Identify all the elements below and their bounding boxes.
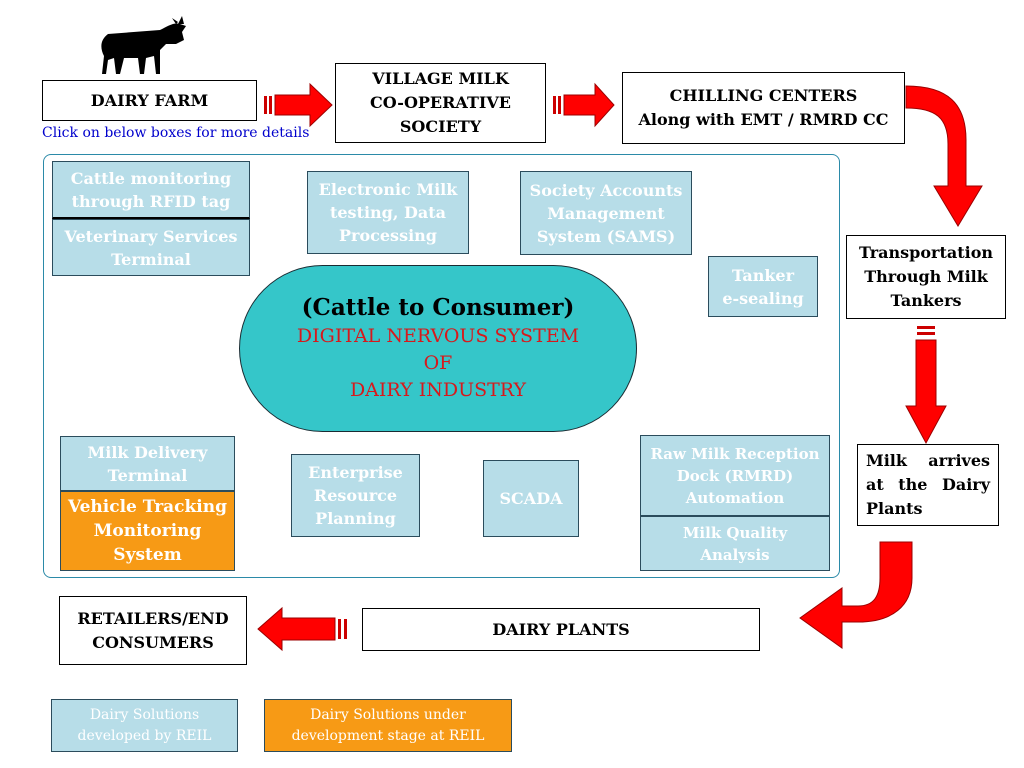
arrow-society-to-chilling: [553, 82, 615, 128]
tanker-esealing-box[interactable]: Tanker e-sealing: [708, 256, 818, 317]
legend-developed: Dairy Solutions developed by REIL: [51, 699, 238, 752]
scada-label: SCADA: [499, 489, 563, 508]
village-society-label: VILLAGE MILK CO-OPERATIVE SOCIETY: [370, 69, 511, 136]
arrow-arrives-to-plants: [799, 541, 913, 649]
cattle-monitoring-box[interactable]: Cattle monitoring through RFID tag: [52, 161, 250, 219]
arrow-farm-to-society: [264, 82, 333, 128]
arrow-plants-to-retailers: [257, 606, 347, 652]
milk-delivery-box[interactable]: Milk Delivery Terminal: [60, 436, 235, 491]
scada-box[interactable]: SCADA: [483, 460, 579, 537]
vehicle-tracking-label: Vehicle Tracking Monitoring System: [67, 497, 228, 565]
rmrd-automation-label: Raw Milk Reception Dock (RMRD) Automatio…: [650, 444, 820, 507]
erp-label: Enterprise Resource Planning: [308, 463, 403, 528]
electronic-milk-testing-box[interactable]: Electronic Milk testing, Data Processing: [307, 171, 469, 254]
erp-box[interactable]: Enterprise Resource Planning: [291, 454, 420, 537]
dairy-farm-box[interactable]: DAIRY FARM: [42, 80, 257, 121]
arrow-transport-to-arrives: [905, 326, 947, 445]
arrow-chilling-to-transport: [905, 85, 983, 227]
milk-arrives-box[interactable]: Milk arrives at the Dairy Plants: [857, 444, 999, 526]
dairy-plants-box[interactable]: DAIRY PLANTS: [362, 608, 760, 651]
rmrd-automation-box[interactable]: Raw Milk Reception Dock (RMRD) Automatio…: [640, 435, 830, 516]
sams-box[interactable]: Society Accounts Management System (SAMS…: [520, 171, 692, 255]
cow-icon: [101, 16, 186, 75]
electronic-milk-testing-label: Electronic Milk testing, Data Processing: [318, 180, 458, 245]
veterinary-services-label: Veterinary Services Terminal: [64, 226, 238, 269]
cattle-monitoring-label: Cattle monitoring through RFID tag: [70, 168, 232, 211]
center-subtitle: DIGITAL NERVOUS SYSTEM OF DAIRY INDUSTRY: [296, 325, 580, 401]
chilling-centers-box[interactable]: CHILLING CENTERS Along with EMT / RMRD C…: [622, 72, 905, 144]
details-hint: Click on below boxes for more details: [42, 125, 310, 141]
dairy-plants-label: DAIRY PLANTS: [492, 619, 630, 639]
legend-under-development: Dairy Solutions under development stage …: [264, 699, 512, 752]
transportation-box[interactable]: Transportation Through Milk Tankers: [846, 235, 1006, 319]
milk-quality-box[interactable]: Milk Quality Analysis: [640, 516, 830, 571]
cattle-to-consumer-oval: (Cattle to Consumer) DIGITAL NERVOUS SYS…: [239, 265, 637, 432]
vehicle-tracking-box[interactable]: Vehicle Tracking Monitoring System: [60, 491, 235, 571]
chilling-centers-label: CHILLING CENTERS Along with EMT / RMRD C…: [638, 86, 889, 129]
milk-delivery-label: Milk Delivery Terminal: [87, 442, 208, 485]
veterinary-services-box[interactable]: Veterinary Services Terminal: [52, 219, 250, 276]
retailers-box[interactable]: RETAILERS/END CONSUMERS: [59, 596, 247, 665]
village-society-box[interactable]: VILLAGE MILK CO-OPERATIVE SOCIETY: [335, 63, 546, 143]
sams-label: Society Accounts Management System (SAMS…: [529, 180, 683, 246]
retailers-label: RETAILERS/END CONSUMERS: [77, 608, 229, 652]
milk-quality-label: Milk Quality Analysis: [682, 523, 788, 564]
milk-arrives-label: Milk arrives at the Dairy Plants: [866, 451, 990, 518]
center-title: (Cattle to Consumer): [301, 294, 575, 321]
transportation-label: Transportation Through Milk Tankers: [859, 243, 993, 310]
tanker-esealing-label: Tanker e-sealing: [722, 265, 804, 308]
dairy-farm-label: DAIRY FARM: [90, 90, 209, 110]
